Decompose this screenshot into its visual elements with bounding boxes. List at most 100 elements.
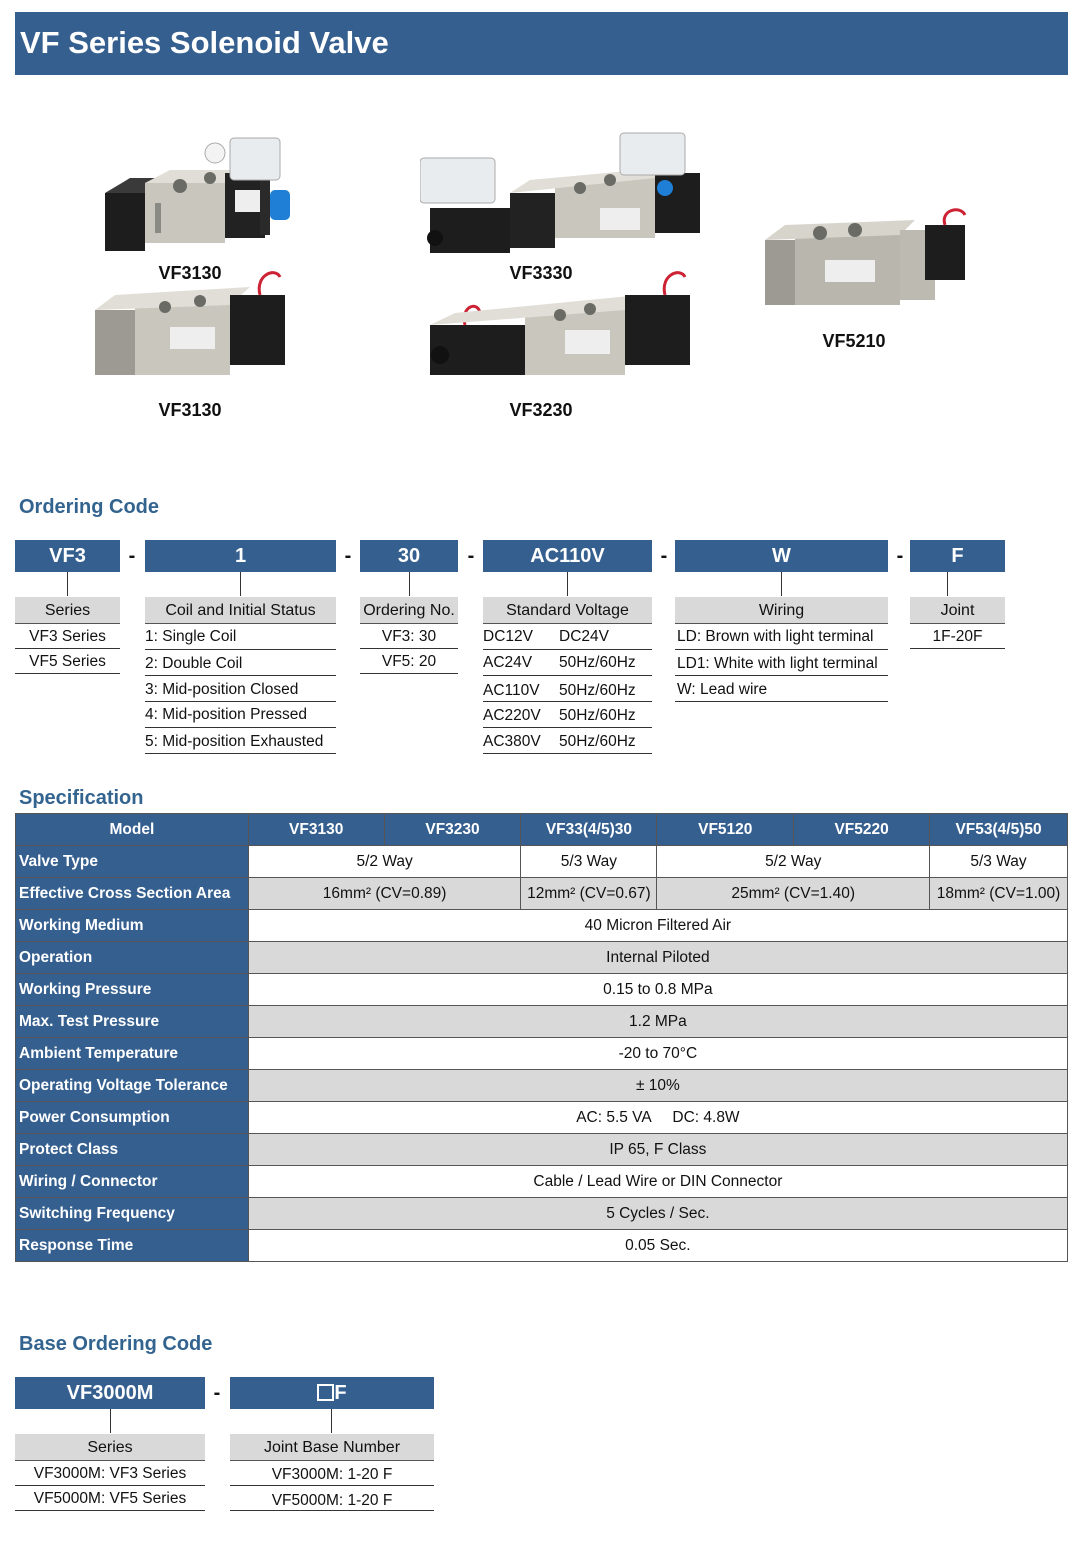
spec-row-label: Operating Voltage Tolerance (15, 1069, 249, 1102)
code-series: VF3 (15, 540, 120, 572)
spec-cell: 5/3 Way (520, 845, 658, 878)
spec-cell: 0.15 to 0.8 MPa (247, 973, 1069, 1006)
spec-table: Model VF3130 VF3230 VF33(4/5)30 VF5120 V… (15, 813, 1069, 1262)
spec-row-label: Max. Test Pressure (15, 1005, 249, 1038)
spec-row-label: Operation (15, 941, 249, 974)
spec-cell: 12mm² (CV=0.67) (520, 877, 658, 910)
spec-cell: Cable / Lead Wire or DIN Connector (247, 1165, 1069, 1198)
dash: - (213, 1382, 221, 1404)
spec-cell: IP 65, F Class (247, 1133, 1069, 1166)
product-label: VF3130 (158, 263, 222, 283)
base-joint-head: Joint Base Number (230, 1434, 434, 1461)
joint-column: Joint 1F-20F (910, 597, 1005, 649)
voltage-row: AC380V 50Hz/60Hz (483, 728, 652, 754)
base-series-row: VF5000M: VF5 Series (15, 1486, 205, 1511)
spec-cell: 1.2 MPa (247, 1005, 1069, 1038)
spec-row-label: Response Time (15, 1229, 249, 1262)
base-code-joint: F (230, 1377, 434, 1409)
spec-row: Ambient Temperature-20 to 70°C (15, 1037, 1069, 1070)
valve-vf3230-image (430, 271, 690, 375)
voltage-type: AC380V (483, 733, 541, 750)
connector-line (947, 572, 948, 596)
base-series-row: VF3000M: VF3 Series (15, 1461, 205, 1486)
code-joint: F (910, 540, 1005, 572)
base-joint-column: Joint Base Number VF3000M: 1-20 F VF5000… (230, 1434, 434, 1511)
spec-row-label: Protect Class (15, 1133, 249, 1166)
valve-vf3330-image (420, 132, 700, 253)
base-series-column: Series VF3000M: VF3 Series VF5000M: VF5 … (15, 1434, 205, 1511)
spec-cell: 5/2 Way (656, 845, 931, 878)
coil-row: 5: Mid-position Exhausted (145, 728, 336, 754)
base-series-head: Series (15, 1434, 205, 1461)
connector-line (110, 1409, 111, 1433)
valve-vf5210-image (765, 208, 967, 305)
spec-cell: 40 Micron Filtered Air (247, 909, 1069, 942)
wiring-row: W: Lead wire (675, 676, 888, 702)
coil-row: 4: Mid-position Pressed (145, 702, 336, 728)
spec-row-label: Ambient Temperature (15, 1037, 249, 1070)
series-head: Series (15, 597, 120, 624)
connector-line (567, 572, 568, 596)
spec-header-row: Model VF3130 VF3230 VF33(4/5)30 VF5120 V… (15, 813, 1068, 846)
spec-row-label: Power Consumption (15, 1101, 249, 1134)
product-label: VF3130 (158, 400, 222, 420)
spec-cell: AC: 5.5 VA DC: 4.8W (247, 1101, 1069, 1134)
spec-header-cell: Model (15, 813, 249, 846)
spec-row: Operating Voltage Tolerance± 10% (15, 1069, 1069, 1102)
product-label: VF5210 (822, 331, 886, 351)
wiring-column: Wiring LD: Brown with light terminal LD1… (675, 597, 888, 702)
spec-cell: 5/3 Way (929, 845, 1068, 878)
spec-cell: 0.05 Sec. (247, 1229, 1069, 1262)
checkbox-square-icon (317, 1384, 335, 1401)
voltage-type: AC220V (483, 707, 541, 724)
series-row: VF5 Series (15, 649, 120, 674)
wiring-row: LD: Brown with light terminal (675, 624, 888, 650)
product-label: VF3230 (509, 400, 573, 420)
voltage-head: Standard Voltage (483, 597, 652, 624)
connector-line (331, 1409, 332, 1433)
spec-header-cell: VF3130 (247, 813, 385, 846)
spec-cell: Internal Piloted (247, 941, 1069, 974)
spec-row-label: Effective Cross Section Area (15, 877, 249, 910)
order-no-row: VF5: 20 (360, 649, 458, 674)
spec-row: Effective Cross Section Area 16mm² (CV=0… (15, 877, 1068, 910)
voltage-type: AC24V (483, 654, 533, 671)
spec-cell: -20 to 70°C (247, 1037, 1069, 1070)
spec-header-cell: VF5120 (656, 813, 795, 846)
spec-header-cell: VF3230 (383, 813, 522, 846)
spec-cell: 16mm² (CV=0.89) (247, 877, 522, 910)
voltage-freq: 50Hz/60Hz (559, 733, 636, 750)
joint-row: 1F-20F (910, 624, 1005, 649)
valve-vf3130-din-image (105, 137, 290, 251)
voltage-freq: 50Hz/60Hz (559, 654, 636, 671)
coil-row: 3: Mid-position Closed (145, 676, 336, 702)
wiring-row: LD1: White with light terminal (675, 650, 888, 676)
dash: - (467, 545, 475, 567)
specification-title: Specification (19, 787, 144, 809)
spec-row-label: Wiring / Connector (15, 1165, 249, 1198)
valve-vf3130-lead-image (95, 271, 285, 375)
coil-row: 2: Double Coil (145, 650, 336, 676)
base-code-joint-suffix: F (334, 1382, 347, 1404)
joint-head: Joint (910, 597, 1005, 624)
connector-line (67, 572, 68, 596)
dash: - (344, 545, 352, 567)
dash: - (896, 545, 904, 567)
coil-column: Coil and Initial Status 1: Single Coil 2… (145, 597, 336, 754)
code-order-no: 30 (360, 540, 458, 572)
connector-line (240, 572, 241, 596)
base-ordering-code-title: Base Ordering Code (19, 1333, 213, 1355)
dash: - (128, 545, 136, 567)
voltage-type: DC12V (483, 628, 533, 645)
spec-cell: 25mm² (CV=1.40) (656, 877, 931, 910)
